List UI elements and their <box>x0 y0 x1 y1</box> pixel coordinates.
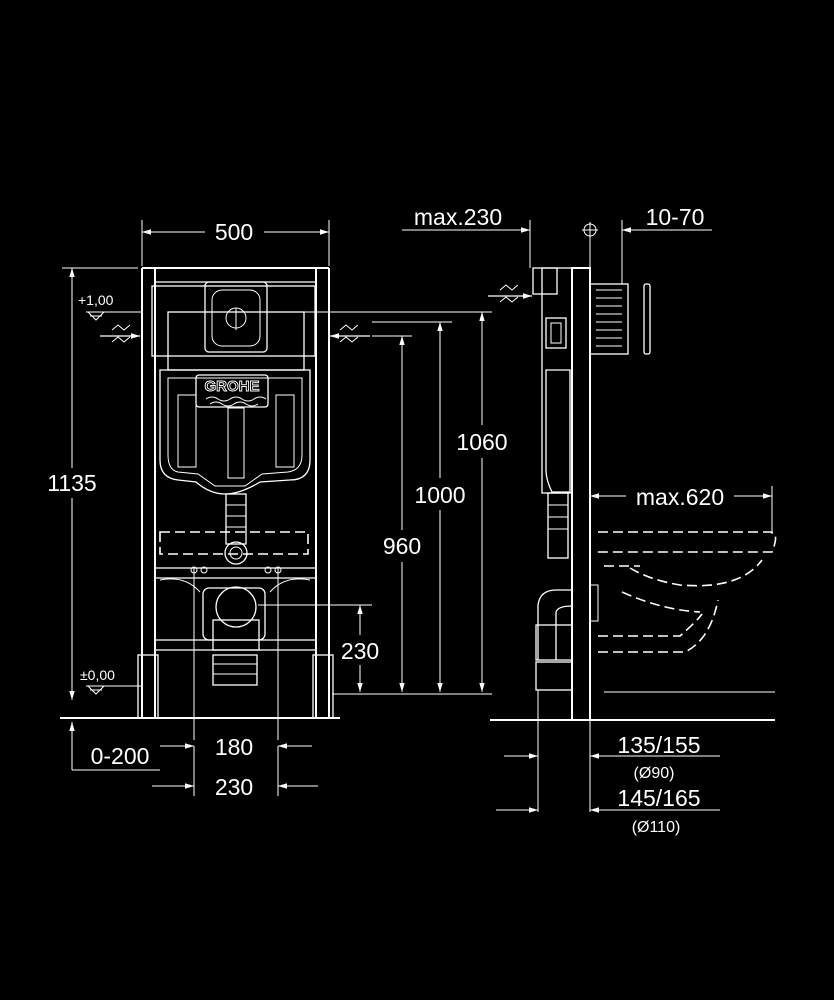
spacing-230-label: 230 <box>215 774 253 800</box>
max-230-label: max.230 <box>414 204 502 230</box>
range-10-70-label: 10-70 <box>646 204 705 230</box>
width-label: 500 <box>215 219 253 245</box>
dimension-height: 1135 <box>47 267 138 700</box>
dimension-230-horizontal: 230 <box>152 746 318 800</box>
pipe-110-label: (Ø110) <box>632 819 681 836</box>
dim-1000-label: 1000 <box>414 482 465 508</box>
flush-plate-side <box>589 283 651 355</box>
dimension-10-70: 10-70 <box>582 204 712 284</box>
dim-1060-label: 1060 <box>456 429 507 455</box>
dimension-960: 960 <box>372 335 421 692</box>
dim-145-165-label: 145/165 <box>617 785 700 811</box>
waste-outlet <box>159 566 311 740</box>
spacing-180-label: 180 <box>215 734 253 760</box>
level-bottom-label: ±0,00 <box>80 667 115 683</box>
level-marker-top: +1,00 <box>78 292 142 321</box>
dimension-width: 500 <box>141 219 330 266</box>
water-inlet-right <box>330 324 370 343</box>
dim-230-label: 230 <box>341 638 379 664</box>
dimension-145-165: 145/165 (Ø110) <box>496 785 720 836</box>
flush-pipe <box>159 493 309 565</box>
height-label: 1135 <box>47 470 96 496</box>
water-inlet-side <box>488 284 532 303</box>
dimension-max-230: max.230 <box>402 204 531 268</box>
water-inlet-left <box>100 324 140 343</box>
dim-960-label: 960 <box>383 533 421 559</box>
dimension-135-155: 135/155 (Ø90) <box>504 720 720 812</box>
pipe-90-label: (Ø90) <box>634 765 675 782</box>
side-frame <box>532 267 599 812</box>
dimension-230-vertical: 230 <box>258 604 492 695</box>
floor-line <box>60 717 775 721</box>
level-marker-bottom: ±0,00 <box>80 667 142 695</box>
dimension-offset: 0-200 <box>69 722 160 771</box>
max-620-label: max.620 <box>636 484 724 510</box>
dimension-1000: 1000 <box>372 321 466 692</box>
offset-label: 0-200 <box>91 743 150 769</box>
brand-logo: GROHE <box>204 378 259 395</box>
cistern: GROHE <box>159 281 311 495</box>
dim-135-155-label: 135/155 <box>617 732 700 758</box>
front-frame <box>137 267 334 719</box>
dimension-1060: 1060 <box>300 311 508 692</box>
toilet-bowl-outline <box>596 531 777 693</box>
level-top-label: +1,00 <box>78 292 114 308</box>
dimension-180: 180 <box>160 734 312 760</box>
dimension-max-620: max.620 <box>590 484 773 534</box>
